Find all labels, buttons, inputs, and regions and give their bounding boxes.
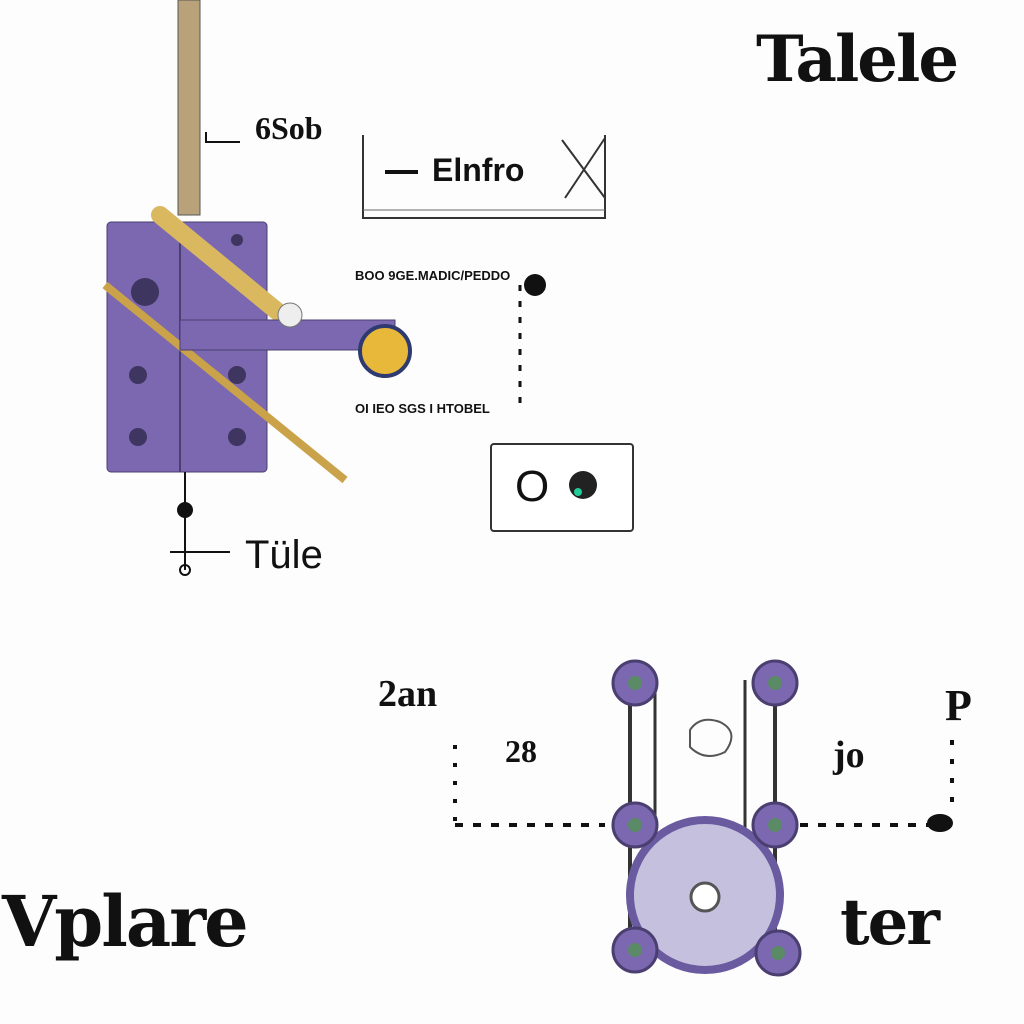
title-top: Talele xyxy=(756,22,959,97)
o-button-box[interactable] xyxy=(490,443,634,532)
o-button-label[interactable]: O xyxy=(515,462,550,511)
box-label: Elnfro xyxy=(432,152,525,188)
diagonal-rod-lower xyxy=(102,281,348,484)
label-top-left: 6Sob xyxy=(255,110,323,146)
label-28: 28 xyxy=(505,733,537,769)
callout-top-text: BOO 9GE.MADIC/PEDDO xyxy=(355,268,511,283)
callout-bottom-text: OI IEO SGS I HTOBEL xyxy=(355,401,490,416)
close-icon xyxy=(561,137,606,199)
pulley-assembly xyxy=(611,659,802,977)
label-2an: 2an xyxy=(378,673,438,715)
title-bottom-left: Vplare xyxy=(2,880,249,963)
arm-wheel xyxy=(358,324,412,378)
diagonal-rod xyxy=(151,206,309,339)
title-bottom-right: ter xyxy=(840,885,940,960)
label-jo: jo xyxy=(833,734,865,776)
label-tule: Tüle xyxy=(245,533,323,577)
vertical-rod xyxy=(177,0,201,216)
label-p: P xyxy=(945,681,972,730)
